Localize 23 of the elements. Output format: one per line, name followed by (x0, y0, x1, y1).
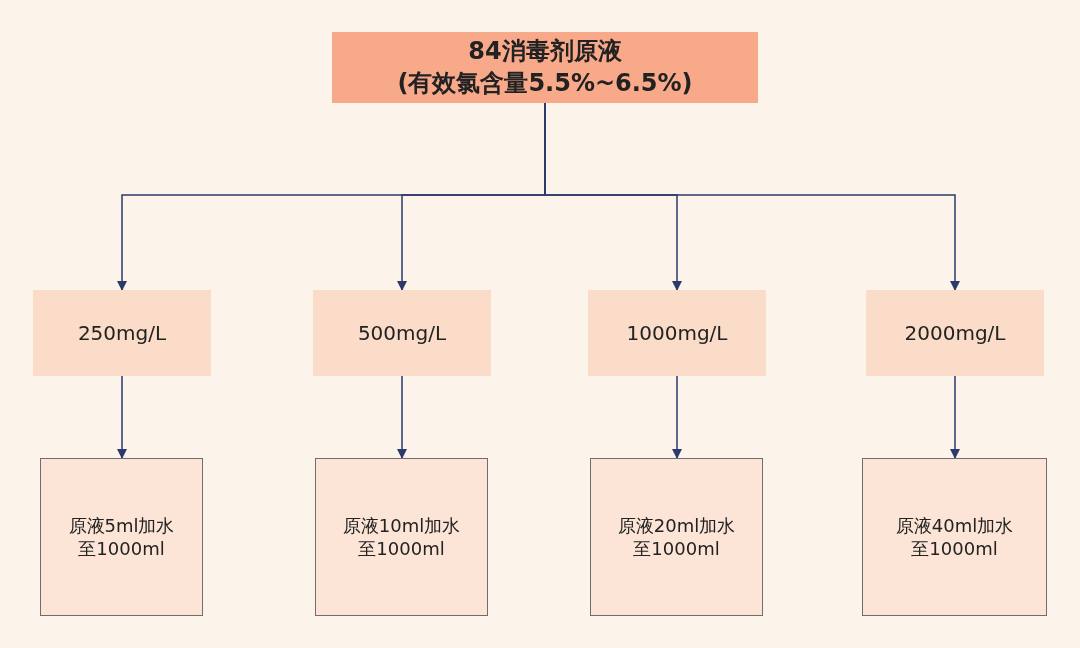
arrow (117, 375, 127, 459)
box-title-note: (有效氯含量5.5%~6.5%) (397, 67, 693, 99)
dilution-instruction: 原液10ml加水至1000ml (341, 513, 462, 561)
concentration-label: 2000mg/L (904, 320, 1006, 346)
source-box (332, 32, 758, 103)
dilution-box (590, 458, 763, 616)
arrow (397, 375, 407, 459)
concentration-label: 250mg/L (77, 320, 167, 346)
dilution-box (862, 458, 1047, 616)
arrow (950, 375, 960, 459)
arrow (672, 375, 682, 459)
concentration-box (866, 290, 1044, 376)
box-title: 84消毒剂原液 (468, 36, 622, 68)
dilution-instruction: 原液20ml加水至1000ml (616, 513, 737, 561)
concentration-box (33, 290, 211, 376)
dilution-box (315, 458, 488, 616)
concentration-label: 1000mg/L (626, 320, 728, 346)
concentration-box (588, 290, 766, 376)
dilution-box (40, 458, 203, 616)
concentration-label: 500mg/L (357, 320, 447, 346)
dilution-instruction: 原液40ml加水至1000ml (894, 513, 1015, 561)
concentration-box (313, 290, 491, 376)
dilution-instruction: 原液5ml加水至1000ml (67, 513, 176, 561)
